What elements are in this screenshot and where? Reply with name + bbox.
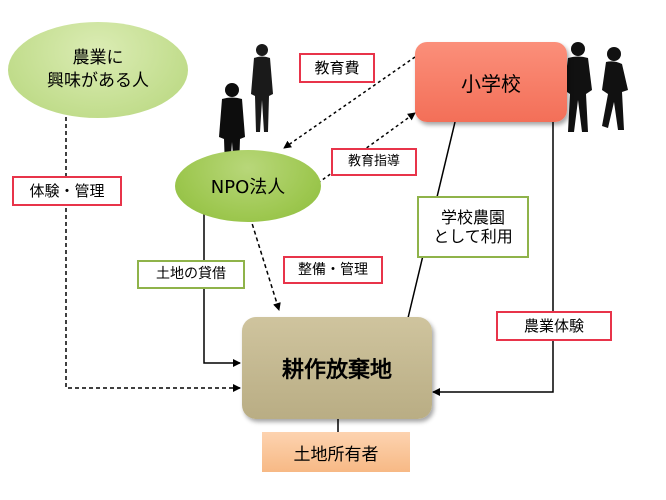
edge-school-to-farmland	[432, 122, 554, 396]
edge-npo-lease-to-farmland	[203, 208, 241, 367]
node-npo: NPO法人	[175, 150, 321, 222]
label-land-lease: 土地の貸借	[137, 260, 245, 289]
edge-school-to-npo	[283, 56, 416, 149]
label-education-cost: 教育費	[299, 53, 375, 83]
edge-npo-to-farmland	[245, 203, 281, 311]
node-interested-people: 農業に 興味がある人	[8, 22, 188, 118]
node-farmland: 耕作放棄地	[242, 317, 432, 419]
node-school: 小学校	[415, 42, 567, 122]
label-experience-management: 体験・管理	[12, 176, 122, 206]
label-school-farm-use: 学校農園 として利用	[417, 196, 529, 258]
node-landowner: 土地所有者	[262, 432, 410, 472]
label-maintenance-management: 整備・管理	[283, 256, 383, 284]
children-silhouette-icon	[564, 42, 628, 132]
label-education-guidance: 教育指導	[331, 148, 417, 176]
label-farming-experience: 農業体験	[496, 311, 612, 341]
